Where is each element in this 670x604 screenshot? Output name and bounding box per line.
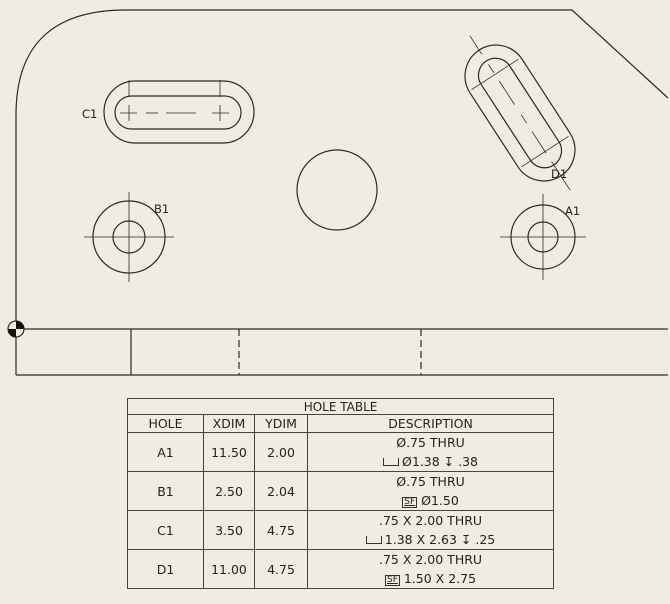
table-row: C1 3.50 4.75 .75 X 2.00 THRU 1.38 X 2.63… xyxy=(127,510,555,550)
table-row: D1 11.00 4.75 .75 X 2.00 THRU SF 1.50 X … xyxy=(127,549,555,589)
description-line-2: SF 1.50 X 2.75 xyxy=(384,571,477,586)
description-line-1: Ø.75 THRU xyxy=(396,474,465,489)
spotface-icon: SF xyxy=(402,497,418,508)
cell-ydim: 4.75 xyxy=(254,510,308,550)
counterbore-icon xyxy=(383,458,400,466)
cell-description: .75 X 2.00 THRU 1.38 X 2.63 ↧ .25 xyxy=(306,510,555,550)
cell-description: Ø.75 THRU SF Ø1.50 xyxy=(306,471,555,511)
counterbore-icon xyxy=(365,536,382,544)
slot-d1 xyxy=(464,35,576,191)
description-line-1: .75 X 2.00 THRU xyxy=(378,552,483,567)
cell-xdim: 2.50 xyxy=(203,471,255,511)
cell-hole: C1 xyxy=(127,510,204,550)
column-header-description: DESCRIPTION xyxy=(306,414,555,433)
column-header-hole: HOLE xyxy=(127,414,204,433)
slot-c1 xyxy=(103,80,255,144)
callout-b1: B1 xyxy=(154,202,169,216)
cell-hole: D1 xyxy=(127,549,204,589)
column-header-ydim: YDIM xyxy=(254,414,308,433)
cell-ydim: 2.00 xyxy=(254,432,308,472)
spotface-icon: SF xyxy=(384,575,400,586)
table-row: A1 11.50 2.00 Ø.75 THRU Ø1.38 ↧ .38 xyxy=(127,432,555,472)
hole-table: HOLE TABLE HOLE XDIM YDIM DESCRIPTION A1… xyxy=(126,398,555,589)
description-line-1: Ø.75 THRU xyxy=(396,435,465,450)
column-header-xdim: XDIM xyxy=(203,414,255,433)
table-row: B1 2.50 2.04 Ø.75 THRU SF Ø1.50 xyxy=(127,471,555,511)
cell-description: Ø.75 THRU Ø1.38 ↧ .38 xyxy=(306,432,555,472)
description-line-2: Ø1.38 ↧ .38 xyxy=(308,452,553,471)
callout-c1: C1 xyxy=(82,107,97,121)
hole-a1 xyxy=(500,194,586,280)
description-line-2: 1.38 X 2.63 ↧ .25 xyxy=(308,530,553,549)
cell-xdim: 11.50 xyxy=(203,432,255,472)
cell-xdim: 3.50 xyxy=(203,510,255,550)
hole-table-title: HOLE TABLE xyxy=(126,398,555,415)
datum-origin-symbol xyxy=(7,320,25,338)
cell-ydim: 2.04 xyxy=(254,471,308,511)
cell-hole: B1 xyxy=(127,471,204,511)
hole-b1 xyxy=(84,192,174,282)
center-hole xyxy=(296,149,378,231)
part-outline xyxy=(15,9,669,375)
cell-ydim: 4.75 xyxy=(254,549,308,589)
cell-xdim: 11.00 xyxy=(203,549,255,589)
cell-description: .75 X 2.00 THRU SF 1.50 X 2.75 xyxy=(306,549,555,589)
callout-a1: A1 xyxy=(565,204,580,218)
description-line-2: SF Ø1.50 xyxy=(402,493,459,508)
description-line-1: .75 X 2.00 THRU xyxy=(378,513,483,528)
callout-d1: D1 xyxy=(551,167,567,181)
cell-hole: A1 xyxy=(127,432,204,472)
